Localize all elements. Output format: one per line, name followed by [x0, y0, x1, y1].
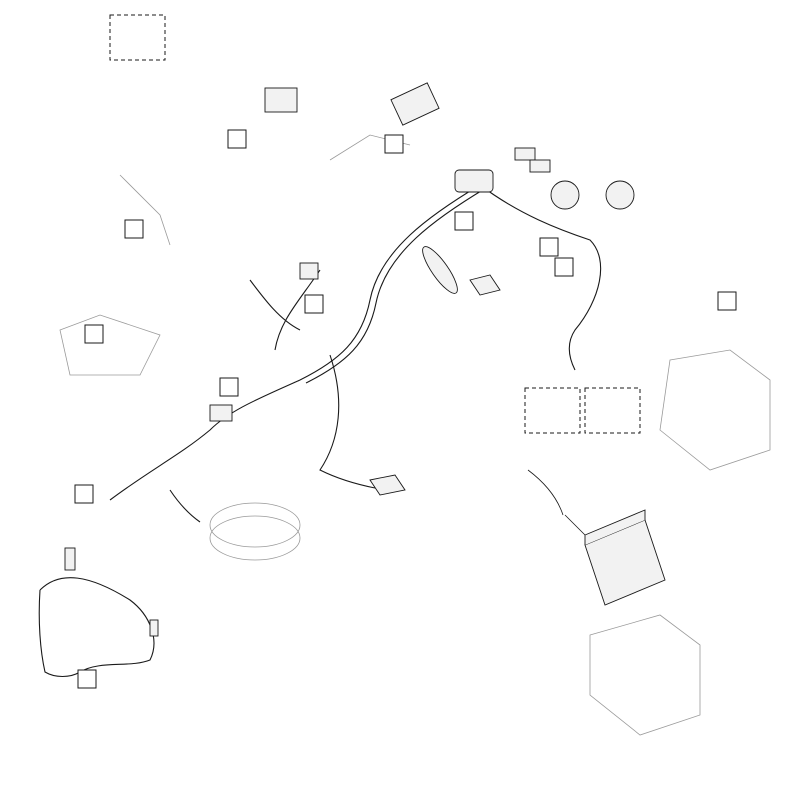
dashed-group-boxes [109, 14, 641, 434]
main-harness [109, 169, 602, 523]
letter-boxes [74, 129, 737, 689]
fuse-relay-area [264, 82, 635, 496]
battery-assembly [527, 469, 666, 606]
ghost-context [59, 134, 771, 736]
rear-harness [38, 547, 159, 678]
